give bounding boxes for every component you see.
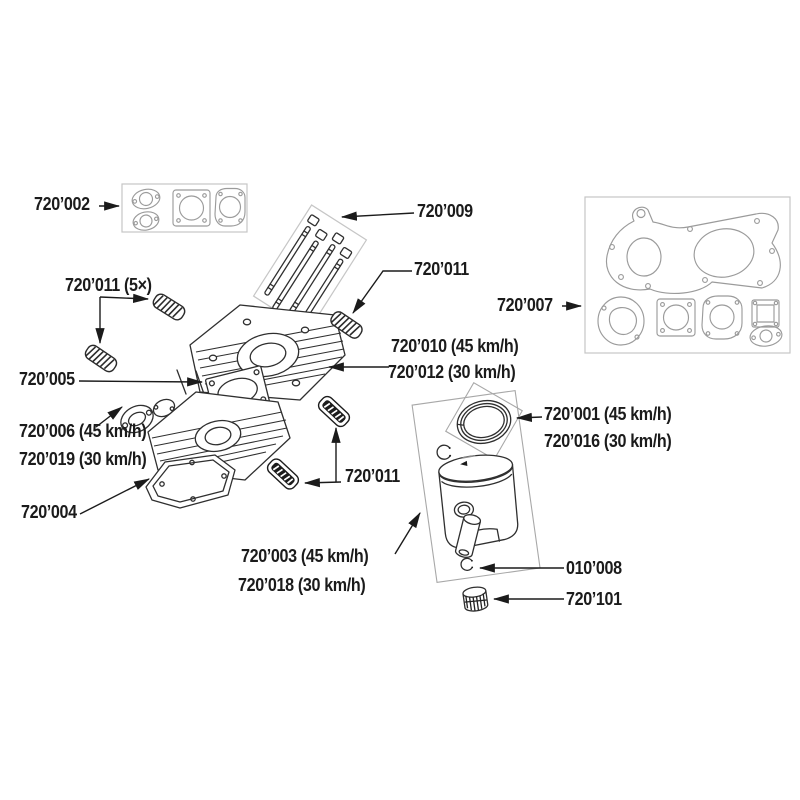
stud-1 (264, 214, 320, 296)
cylinder-base-gasket-small (214, 187, 246, 227)
square-gasket-large (656, 298, 696, 337)
part-label-720-019: 720’019 (30 km/h) (19, 448, 147, 469)
part-label-720-004: 720’004 (21, 501, 77, 522)
part-label-720-002: 720’002 (34, 193, 90, 214)
piston-rings (456, 399, 512, 445)
needle-bearing-drawing (462, 586, 489, 612)
piston-drawing (438, 454, 519, 549)
part-label-720-018: 720’018 (30 km/h) (238, 574, 366, 595)
square-gasket-small (172, 189, 211, 227)
part-label-720-003: 720’003 (45 km/h) (241, 545, 369, 566)
knurled-nut (315, 393, 353, 430)
part-label-720-010: 720’010 (45 km/h) (391, 335, 519, 356)
part-label-720-009: 720’009 (417, 200, 473, 221)
knurled-nut (264, 455, 302, 493)
part-label-720-001: 720’001 (45 km/h) (544, 403, 672, 424)
stud-2 (272, 228, 328, 311)
gudgeon-pin-drawing (454, 514, 482, 558)
stud-kit-box (252, 204, 368, 332)
leader-lines (78, 201, 583, 604)
oval-exhaust-gasket-drawing (120, 404, 154, 434)
gasket-set-box-large (584, 196, 791, 354)
piston-kit-box (411, 381, 541, 583)
part-label-720-016: 720’016 (30 km/h) (544, 430, 672, 451)
knurled-nut (150, 291, 188, 323)
part-label-720-011-qty: 720’011 (5×) (65, 274, 152, 295)
square-ring-gasket (751, 299, 780, 328)
oval-gasket-small-2 (132, 211, 160, 231)
part-label-720-011-bottom: 720’011 (345, 465, 400, 486)
part-label-720-101: 720’101 (566, 588, 622, 609)
part-label-720-006: 720’006 (45 km/h) (19, 420, 147, 441)
oval-gasket-small-1 (131, 188, 161, 210)
part-label-720-012: 720’012 (30 km/h) (388, 361, 516, 382)
knurled-nut (82, 342, 120, 375)
piston-circlip-top (436, 444, 452, 460)
exhaust-flange (152, 398, 176, 418)
part-label-720-011-top: 720’011 (414, 258, 469, 279)
part-label-720-005: 720’005 (19, 368, 75, 389)
gasket-set-box-small (121, 183, 248, 233)
crankcase-gasket (605, 206, 781, 294)
oval-gasket-large (749, 325, 783, 347)
cylinder-base-gasket-large (701, 295, 743, 340)
pin-circlip (460, 557, 474, 571)
part-label-010-008: 010’008 (566, 557, 622, 578)
base-gasket-drawing (145, 454, 236, 509)
piston-crown-marking (460, 454, 476, 467)
part-label-720-007: 720’007 (497, 294, 553, 315)
round-cover-gasket (597, 296, 645, 346)
